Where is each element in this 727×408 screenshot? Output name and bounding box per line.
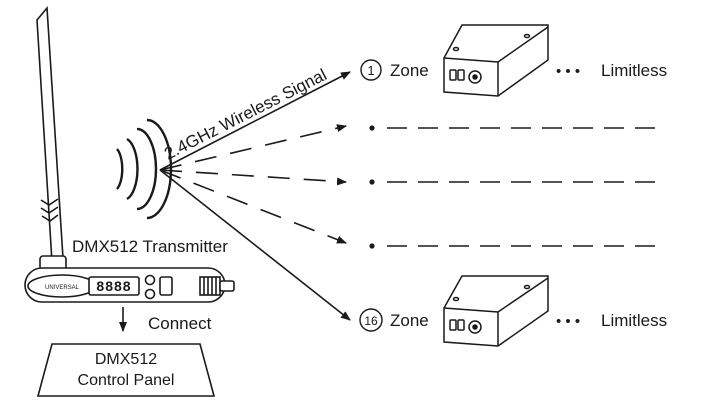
zone-16-limitless-label: Limitless [601, 311, 667, 330]
control-panel-box [36, 343, 216, 397]
zone-1-number-circle [360, 59, 382, 81]
zone-16-label: Zone [390, 311, 429, 330]
signal-arrow-zone-16 [159, 169, 351, 321]
signal-arrow-zone-1 [159, 71, 351, 171]
signal-arrow-dashed-2 [159, 169, 347, 186]
zone-1-row: 1 Zone • • • Limitless [360, 24, 667, 97]
transmitter-brand-text: UNIVERSAL [45, 285, 80, 291]
zone-1-limitless-label: Limitless [601, 61, 667, 80]
zone-1-label: Zone [390, 61, 429, 80]
control-panel-line1: DMX512 [95, 351, 157, 368]
placeholder-row-dots [369, 125, 375, 249]
zone-1-ellipsis: • • • [556, 63, 580, 80]
zone-16-number: 16 [364, 314, 378, 328]
signal-arrow-dashed-1 [159, 124, 347, 171]
radio-waves-icon [116, 118, 173, 220]
placeholder-zone-rows [387, 127, 655, 247]
control-panel-line2: Control Panel [78, 372, 175, 389]
transmitter-display-text: 8888 [96, 278, 131, 294]
zone-16-number-circle [359, 308, 383, 332]
zone-16-ellipsis: • • • [556, 313, 580, 330]
antenna-icon [36, 5, 67, 271]
zone-16-receiver-icon [443, 275, 549, 347]
wireless-signal-label: 2.4GHz Wireless Signal [161, 65, 330, 163]
zone-16-row: 16 Zone • • • Limitless [359, 275, 667, 347]
dmx-transmitter-device [24, 267, 235, 303]
zone-1-receiver-icon [443, 24, 549, 97]
zone-1-number: 1 [367, 63, 374, 78]
transmitter-label: DMX512 Transmitter [72, 237, 228, 256]
connect-label: Connect [148, 314, 212, 333]
